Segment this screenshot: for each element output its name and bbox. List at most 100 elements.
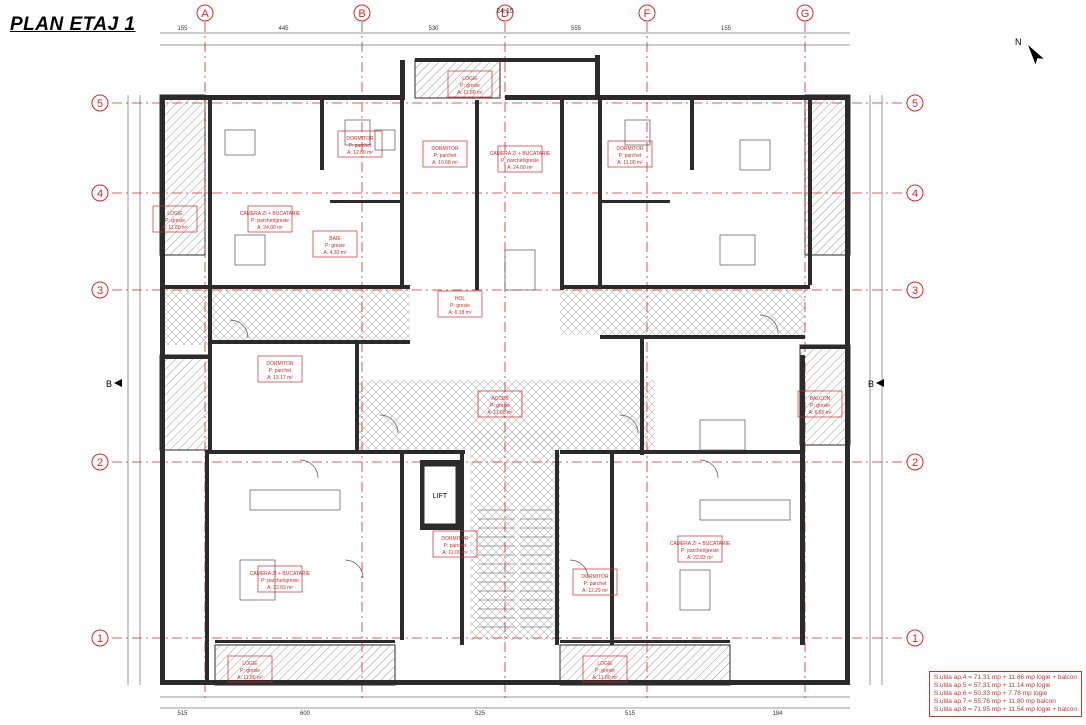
- furniture: [699, 499, 791, 521]
- room-label-box: [257, 565, 303, 593]
- axis-bubble: [906, 184, 924, 202]
- axis-bubble: [906, 453, 924, 471]
- room-area: A: 6.65 m²: [808, 410, 831, 416]
- room-name: LOGIE: [167, 211, 183, 217]
- wall: [560, 100, 564, 290]
- dim-text: 155: [177, 26, 188, 32]
- dim-text: 525: [475, 711, 486, 717]
- wall: [555, 450, 559, 645]
- corridor-hatch: [470, 430, 560, 640]
- room-label-box: [497, 145, 543, 173]
- room-label-box: [447, 70, 493, 98]
- room-name: DORMITOR: [266, 361, 294, 367]
- door-swing: [229, 319, 249, 339]
- wall: [205, 450, 465, 454]
- dim-overall: 24.15: [496, 8, 514, 15]
- lift-shaft: [423, 465, 457, 525]
- room-area: A: 11.80 m²: [162, 225, 188, 231]
- room-name: CAMERA ZI + BUCATARIE: [490, 151, 551, 157]
- room-label-box: [337, 130, 383, 158]
- wall: [400, 100, 404, 285]
- room-label-box: [247, 205, 293, 233]
- room-finish: P: parchet: [619, 153, 642, 159]
- balcony-hatch: [804, 94, 851, 256]
- room-label-box: [437, 290, 483, 318]
- lift-label: LIFT: [433, 493, 448, 500]
- corridor-hatch: [210, 285, 410, 340]
- wall: [600, 200, 670, 203]
- furniture: [739, 139, 771, 171]
- room-area: A: 22.83 m²: [267, 585, 293, 591]
- room-name: BAIE: [329, 236, 341, 242]
- door-swing: [569, 559, 589, 579]
- room-label-box: [797, 390, 843, 418]
- room-name: ACCES: [491, 396, 509, 402]
- axis-bubble: [353, 4, 371, 22]
- room-area: A: 11.00 m²: [487, 410, 513, 416]
- room-label-box: [257, 355, 303, 383]
- balcony-hatch: [214, 644, 396, 686]
- wall: [400, 450, 404, 640]
- balcony-hatch: [414, 59, 501, 99]
- room-name: CAMERA ZI + BUCATARIE: [670, 541, 731, 547]
- dim-text: 184: [772, 711, 783, 717]
- dim-text: 515: [625, 711, 636, 717]
- room-label-box: [677, 535, 723, 563]
- door-swing: [299, 459, 319, 479]
- room-area: A: 10.68 m²: [432, 160, 458, 166]
- room-finish: P: gresie: [240, 668, 260, 674]
- furniture: [719, 234, 756, 266]
- room-label-box: [572, 568, 618, 596]
- room-name: DORMITOR: [616, 146, 644, 152]
- axis-bubble: [91, 453, 109, 471]
- room-finish: P: parchet/gresie: [681, 548, 719, 554]
- axis-label: 3: [912, 285, 918, 297]
- door-swing: [759, 314, 779, 334]
- axis-label: 2: [912, 457, 918, 469]
- door-swing: [699, 459, 719, 479]
- room-name: LOGIE: [242, 661, 258, 667]
- balcony-hatch: [799, 344, 851, 446]
- furniture: [249, 489, 341, 511]
- wall: [690, 100, 694, 170]
- room-finish: P: parchet: [349, 143, 372, 149]
- axis-label: G: [801, 8, 810, 20]
- room-finish: P: gresie: [595, 668, 615, 674]
- room-name: CAMERA ZI + BUCATARIE: [240, 211, 301, 217]
- room-area: A: 13.17 m²: [267, 375, 293, 381]
- room-name: LOGIE: [597, 661, 613, 667]
- axis-label: 4: [97, 188, 103, 200]
- axis-label: 1: [97, 633, 103, 645]
- room-finish: P: gresie: [810, 403, 830, 409]
- room-label-box: [607, 140, 653, 168]
- wall: [355, 340, 359, 450]
- dim-text: 515: [177, 711, 188, 717]
- axis-bubble: [91, 629, 109, 647]
- wall: [330, 200, 400, 203]
- axis-bubble: [906, 629, 924, 647]
- room-area: A: 11.80 m²: [237, 675, 263, 681]
- section-label: B: [868, 379, 874, 389]
- section-label: B: [106, 379, 112, 389]
- section-arrow: [876, 379, 884, 387]
- furniture: [224, 129, 256, 156]
- wall: [800, 355, 805, 645]
- axis-label: 5: [912, 98, 918, 110]
- wall: [475, 100, 479, 290]
- wall: [415, 58, 595, 62]
- wall: [460, 450, 464, 645]
- wall: [595, 55, 600, 100]
- axis-label: 4: [912, 188, 918, 200]
- room-finish: P: parchet: [584, 581, 607, 587]
- wall: [420, 526, 460, 530]
